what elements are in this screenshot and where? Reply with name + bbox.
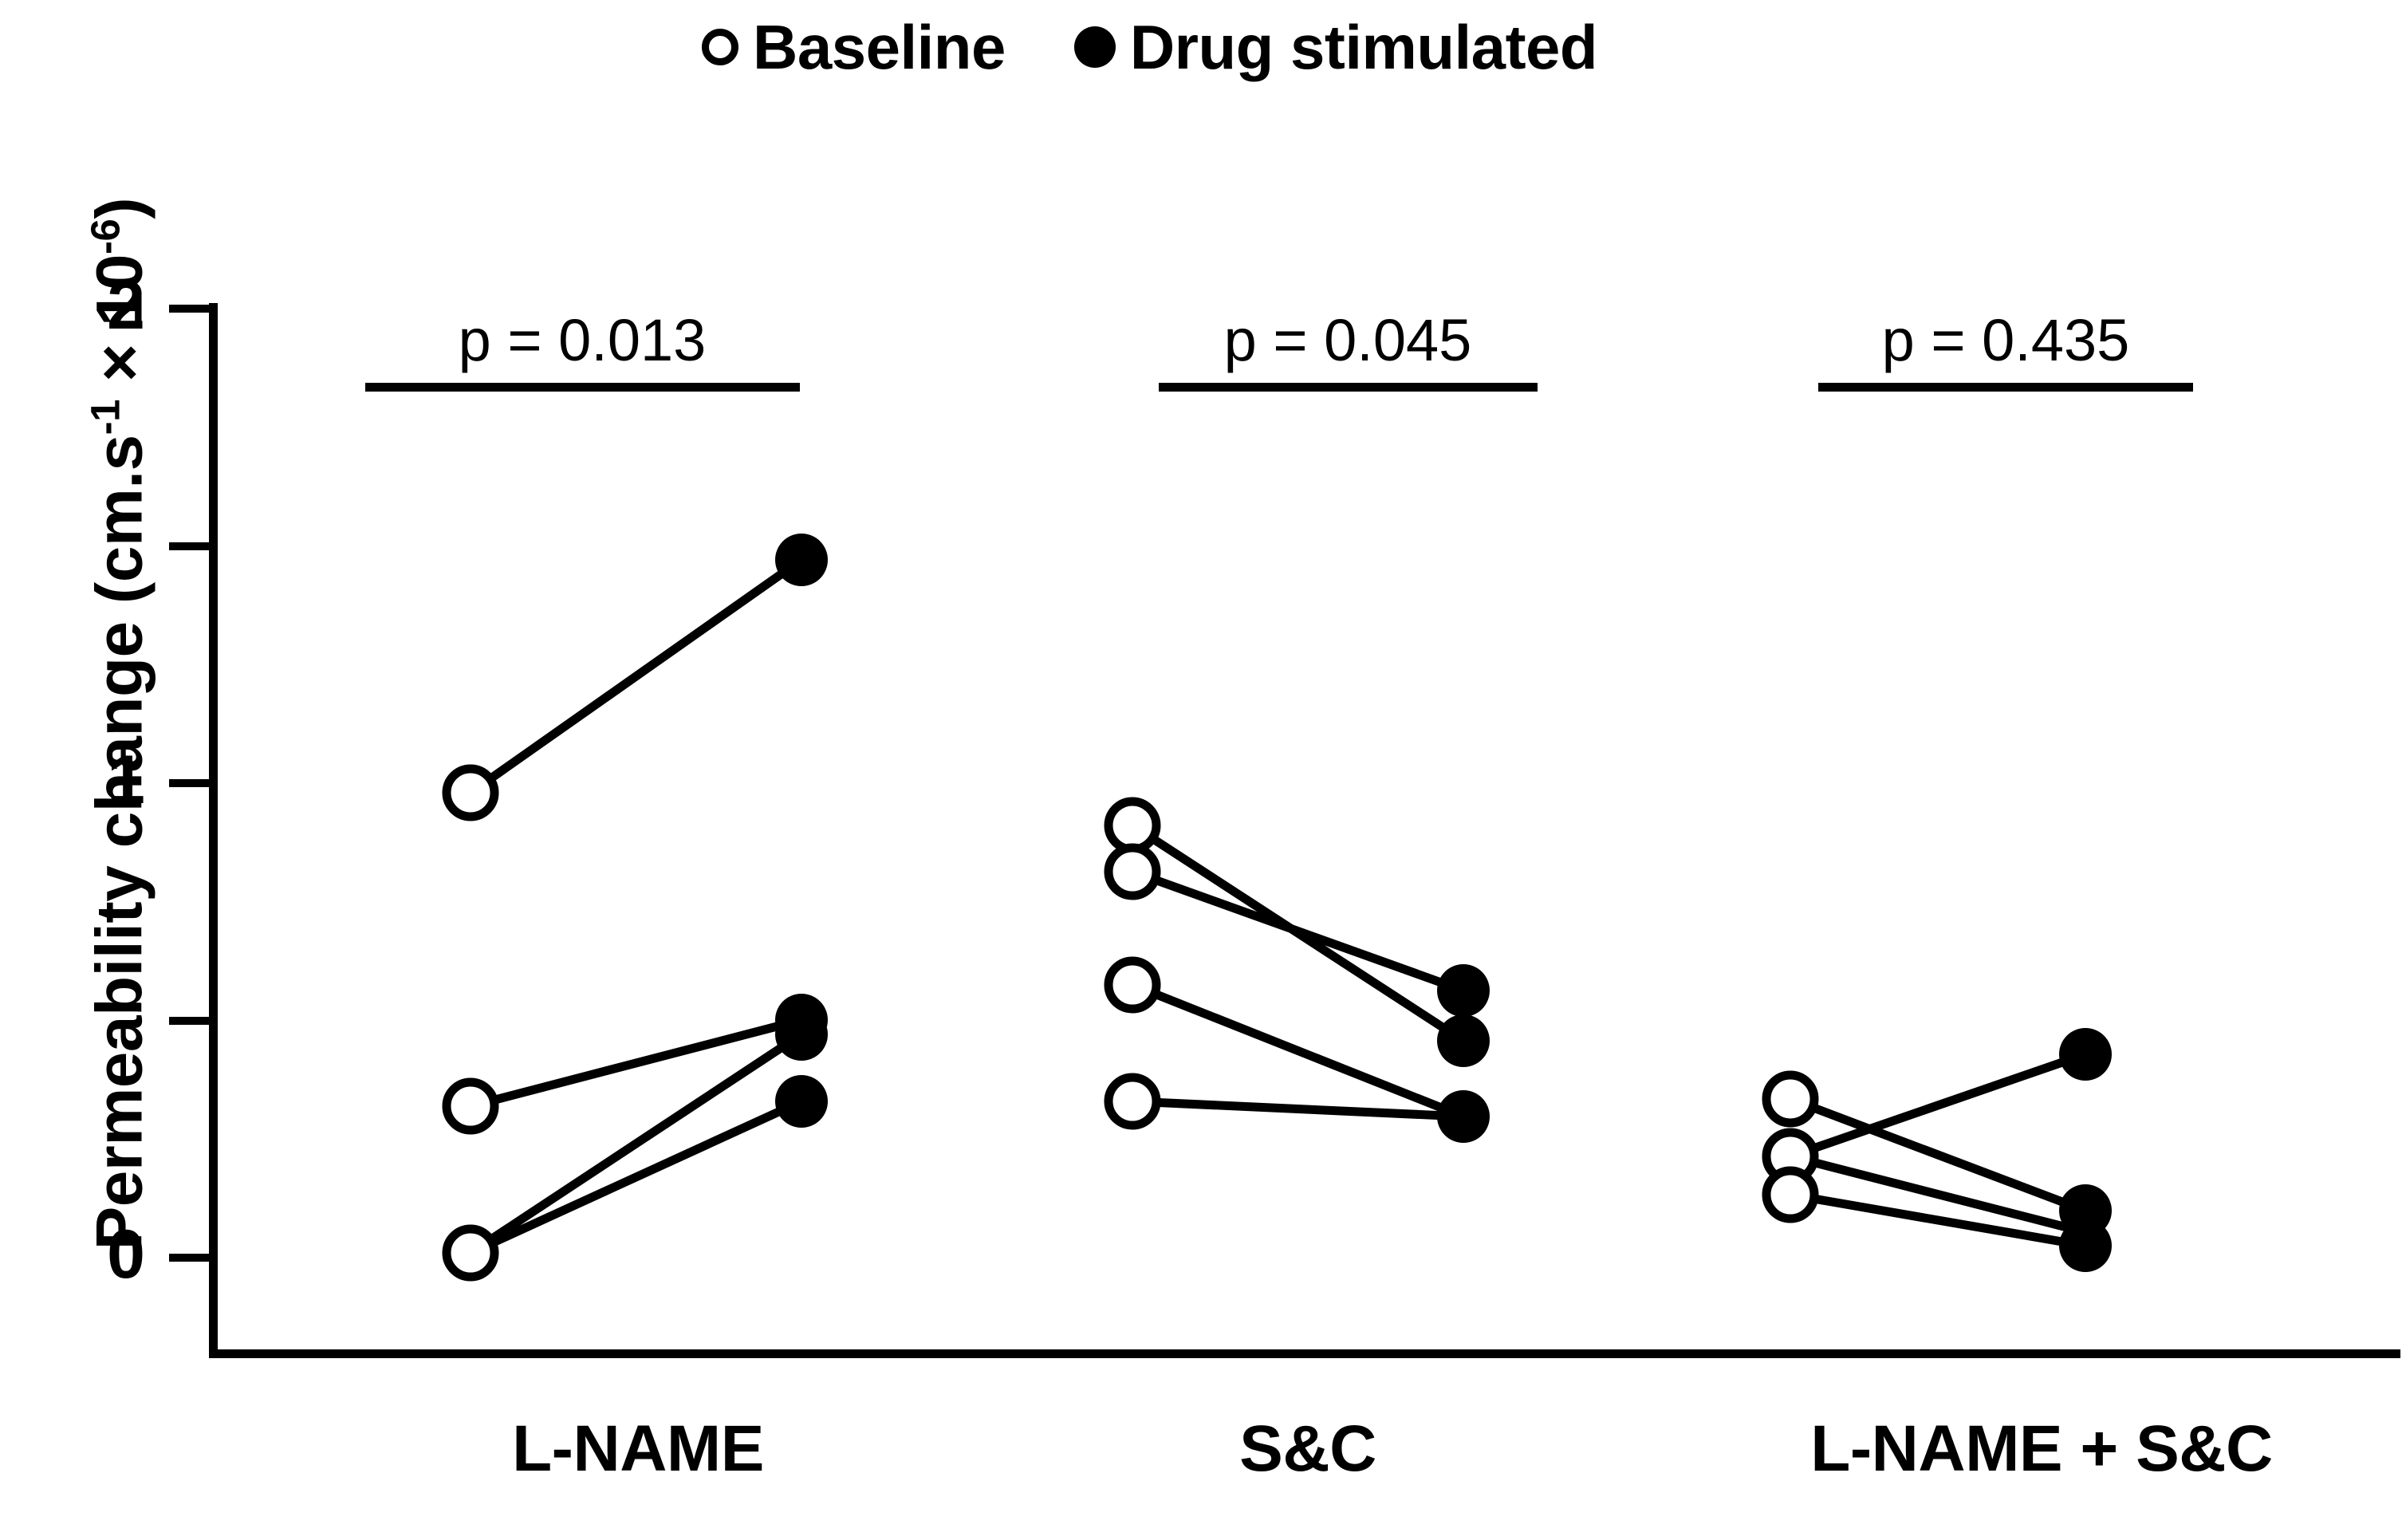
- p-value-text-l-name: p = 0.013: [458, 307, 707, 373]
- x-axis-label-s-and-c: S&C: [1239, 1412, 1376, 1485]
- p-value-annotation-s-and-c: p = 0.045: [1112, 311, 1583, 392]
- data-point-baseline: [442, 764, 499, 821]
- data-point-drug: [2059, 1028, 2112, 1081]
- data-point-drug: [775, 534, 828, 586]
- data-point-drug: [1437, 1014, 1490, 1067]
- pair-line: [1786, 1190, 2090, 1251]
- x-axis-line: [209, 1349, 2400, 1358]
- y-tick-mark-1: [169, 779, 211, 787]
- data-point-baseline: [442, 1224, 499, 1282]
- legend-entry-drug-stimulated: Drug stimulated: [1073, 12, 1598, 82]
- pair-line: [1786, 1050, 2090, 1161]
- data-point-drug: [1437, 964, 1490, 1017]
- pair-line: [1128, 867, 1468, 995]
- data-point-drug: [1437, 1090, 1490, 1143]
- y-tick-mark-1-5: [169, 542, 211, 550]
- y-tick-mark-2: [169, 305, 211, 313]
- pair-line: [1128, 1097, 1468, 1121]
- data-point-baseline: [442, 1077, 499, 1135]
- data-point-baseline: [1762, 1070, 1819, 1128]
- filled-circle-icon: [1073, 26, 1116, 68]
- y-tick-label-0: 0: [107, 1216, 145, 1293]
- data-point-drug: [775, 1075, 828, 1128]
- data-point-baseline: [1104, 843, 1161, 900]
- pair-line: [466, 1097, 806, 1258]
- data-point-drug: [2059, 1219, 2112, 1272]
- y-tick-label-2: 2: [107, 267, 145, 344]
- data-point-baseline: [1104, 1073, 1161, 1130]
- group-series-s-and-c: [1104, 797, 1490, 1143]
- p-value-text-s-and-c: p = 0.045: [1223, 307, 1472, 373]
- chart-legend: Baseline Drug stimulated: [702, 3, 2058, 91]
- data-point-baseline: [1104, 797, 1161, 854]
- p-value-text-l-name-s-and-c: p = 0.435: [1881, 307, 2130, 373]
- data-point-baseline: [1104, 956, 1161, 1014]
- x-axis-label-l-name-s-and-c: L-NAME + S&C: [1810, 1412, 2273, 1485]
- data-point-drug: [775, 1008, 828, 1061]
- p-value-bar-l-name: [364, 383, 800, 392]
- y-axis-line: [209, 303, 218, 1357]
- group-series-l-name: [442, 534, 828, 1282]
- group-series-l-name-s-and-c: [1762, 1028, 2112, 1272]
- p-value-bar-l-name-s-and-c: [1818, 383, 2193, 392]
- p-value-annotation-l-name-s-and-c: p = 0.435: [1766, 311, 2245, 392]
- legend-label-drug-stimulated: Drug stimulated: [1129, 12, 1598, 82]
- pair-line: [1786, 1094, 2090, 1215]
- y-tick-mark-0: [169, 1254, 211, 1262]
- data-point-baseline: [1762, 1166, 1819, 1223]
- x-axis-label-l-name: L-NAME: [512, 1412, 764, 1485]
- pair-line: [466, 1015, 806, 1111]
- pair-line: [466, 555, 806, 798]
- open-circle-icon: [702, 29, 738, 65]
- legend-entry-baseline: Baseline: [702, 16, 1006, 78]
- pair-line: [1128, 980, 1468, 1121]
- y-tick-mark-0-5: [169, 1017, 211, 1025]
- p-value-bar-s-and-c: [1158, 383, 1538, 392]
- legend-label-baseline: Baseline: [753, 12, 1006, 82]
- p-value-annotation-l-name: p = 0.013: [335, 311, 829, 392]
- pair-line: [1786, 1152, 2090, 1237]
- pair-line: [466, 1030, 806, 1258]
- y-tick-label-1: 1: [107, 742, 145, 818]
